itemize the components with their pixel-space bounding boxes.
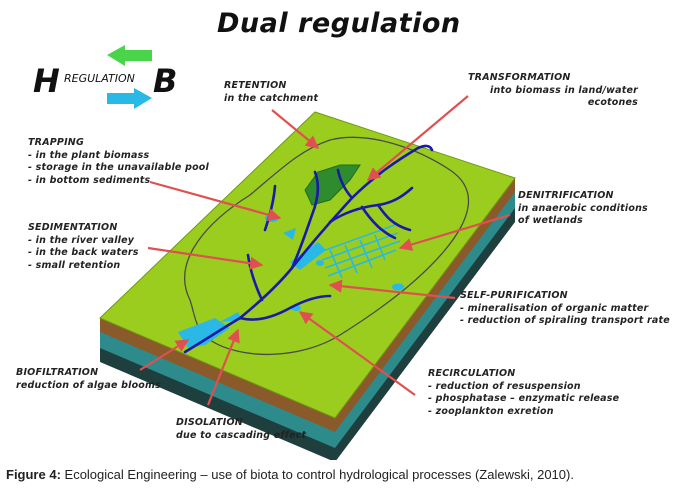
wetland-grid bbox=[319, 224, 401, 279]
label-denitrification: DENITRIFICATION in anaerobic conditions … bbox=[518, 190, 648, 226]
arrow-denitrification bbox=[398, 213, 511, 251]
label-sedimentation: SEDIMENTATION - in the river valley - in… bbox=[28, 222, 139, 271]
label-disolation-head: DISOLATION bbox=[176, 417, 243, 428]
figure-caption: Figure 4: Ecological Engineering – use o… bbox=[6, 467, 674, 482]
label-recirculation: RECIRCULATION - reduction of resuspensio… bbox=[428, 368, 620, 417]
hb-regulation-word: REGULATION bbox=[64, 72, 135, 85]
main-river bbox=[183, 144, 434, 354]
arrow-transformation bbox=[366, 95, 469, 181]
arrow-retention bbox=[271, 109, 320, 149]
arrow-biofiltration bbox=[139, 339, 190, 371]
arrow-sedimentation bbox=[147, 246, 264, 270]
label-biofiltration: BIOFILTRATION reduction of algae blooms bbox=[16, 367, 161, 391]
back-water-pond bbox=[290, 242, 326, 270]
label-retention-head: RETENTION bbox=[224, 80, 287, 91]
label-self-purification-head: SELF-PURIFICATION bbox=[460, 290, 568, 301]
arrow-disolation bbox=[206, 328, 240, 406]
label-trapping-head: TRAPPING bbox=[28, 137, 84, 148]
left-green-arrow bbox=[107, 45, 152, 66]
catchment-boundary bbox=[184, 136, 470, 356]
diagram-title: Dual regulation bbox=[217, 8, 461, 39]
hb-letter-b: B bbox=[153, 62, 178, 100]
label-trapping: TRAPPING - in the plant biomass - storag… bbox=[28, 137, 209, 186]
label-disolation: DISOLATION due to cascading effect bbox=[176, 417, 307, 441]
figure-caption-number: Figure 4: bbox=[6, 467, 61, 482]
label-self-purification: SELF-PURIFICATION - mineralisation of or… bbox=[460, 290, 670, 326]
label-biofiltration-head: BIOFILTRATION bbox=[16, 367, 99, 378]
hb-letter-h: H bbox=[33, 62, 60, 100]
label-transformation: TRANSFORMATION into biomass in land/wate… bbox=[468, 72, 638, 108]
label-denitrification-head: DENITRIFICATION bbox=[518, 190, 614, 201]
label-retention: RETENTION in the catchment bbox=[224, 80, 319, 104]
label-sedimentation-head: SEDIMENTATION bbox=[28, 222, 118, 233]
soil-layer-brown bbox=[100, 178, 515, 432]
arrow-self-purification bbox=[328, 279, 456, 300]
regulation-arrows bbox=[107, 45, 152, 109]
dual-regulation-diagram bbox=[99, 45, 516, 460]
arrow-recirculation bbox=[298, 311, 416, 396]
arrow-trapping bbox=[149, 180, 282, 222]
process-arrows bbox=[139, 95, 511, 406]
river-network bbox=[183, 144, 434, 354]
label-transformation-head: TRANSFORMATION bbox=[468, 72, 571, 83]
soil-layer-dark bbox=[100, 200, 515, 460]
soil-layer-teal bbox=[100, 190, 515, 448]
soil-layers bbox=[100, 178, 515, 460]
figure-caption-text: Ecological Engineering – use of biota to… bbox=[60, 467, 574, 482]
right-cyan-arrow bbox=[107, 88, 152, 109]
label-recirculation-head: RECIRCULATION bbox=[428, 368, 516, 379]
retention-pond bbox=[178, 318, 230, 348]
